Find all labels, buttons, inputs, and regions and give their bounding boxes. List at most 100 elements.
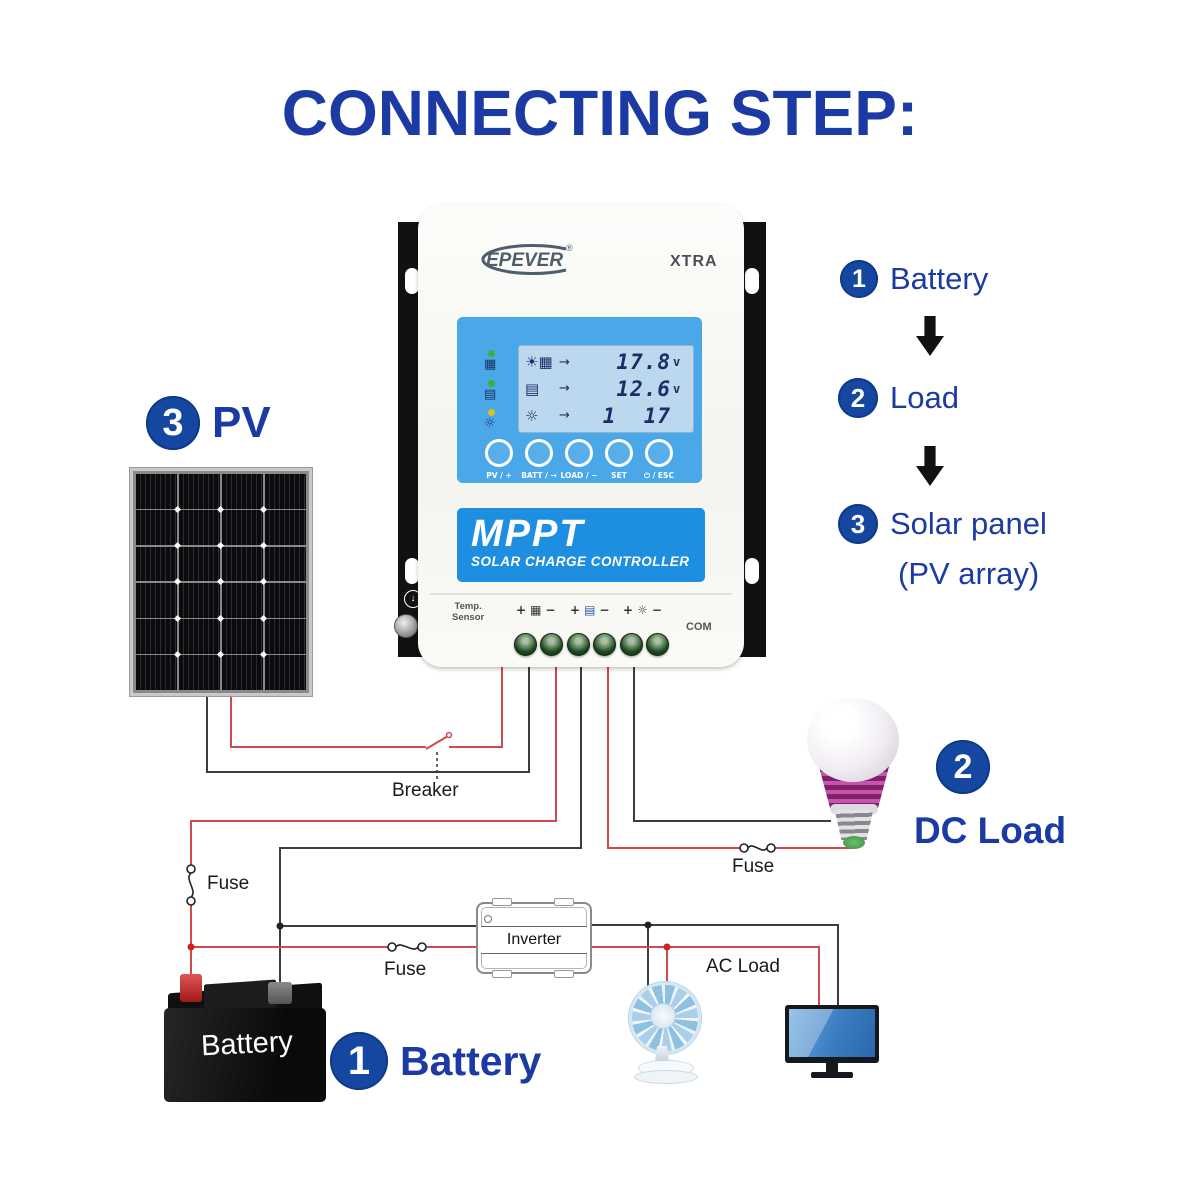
mppt-title: MPPT [471, 513, 585, 555]
fan-base-lower [634, 1070, 698, 1084]
load-button: LOAD / − [559, 439, 599, 481]
battery-icon: ▤ [525, 379, 540, 398]
bulb-contact-tip [843, 836, 865, 849]
pv-cell [178, 510, 221, 545]
pv-cell [136, 474, 178, 509]
step-2-number: 2 [838, 378, 878, 418]
inverter-indicator [484, 915, 492, 923]
esc-button: ⏻ / ESC [639, 439, 679, 481]
load-led-icon: ☼ [484, 416, 496, 431]
set-button-circle [605, 439, 633, 467]
breaker-symbol [425, 731, 453, 779]
terminal-load-minus [646, 633, 669, 656]
battery-status-led [488, 380, 495, 387]
pv-cell [221, 474, 264, 509]
battery-voltage-unit: v [673, 381, 681, 396]
lcd-row-load: ☼ → 1 17 [525, 403, 685, 428]
plus-sign: + [570, 603, 581, 617]
pv-button-label: PV / + [486, 471, 512, 480]
pv-status-led [488, 350, 495, 357]
button-row: PV / + BATT / → LOAD / − SET [479, 439, 679, 481]
step-3-number: 3 [838, 504, 878, 544]
battery-device: Battery [164, 974, 330, 1102]
pv-cell [136, 619, 178, 654]
monitor-screen [789, 1009, 875, 1057]
step-3-sublabel: (PV array) [898, 556, 1040, 591]
set-button: SET [599, 439, 639, 481]
battery-voltage-value: 12.6 [616, 376, 671, 401]
charge-controller: ↓ EPEVER ® XTRA ▦ ▤ [394, 200, 767, 670]
bulb-dome [807, 698, 899, 782]
controller-body: EPEVER ® XTRA ▦ ▤ ☼ ☀▦ → 17.8 [418, 205, 744, 667]
step-3-label: Solar panel [890, 506, 1047, 541]
inverter-tab [492, 898, 512, 906]
pv-terminal-label: + ▦ − [516, 603, 555, 617]
step-3: 3 Solar panel [838, 504, 1047, 544]
batt-button: BATT / → [519, 439, 559, 481]
fuse-symbol-inverter [387, 942, 427, 952]
mppt-banner: MPPT SOLAR CHARGE CONTROLLER [457, 508, 705, 582]
battery-step-text: Battery [400, 1038, 542, 1084]
esc-button-label: ⏻ / ESC [644, 471, 674, 480]
breaker-label: Breaker [392, 780, 459, 801]
com-port-label: COM [686, 621, 712, 633]
wire-battery-positive-a [190, 658, 557, 865]
pv-terminal-icon: ▦ [530, 603, 542, 617]
pv-voltage-unit: v [673, 355, 681, 370]
pv-cell [178, 655, 221, 690]
wire-load-positive-a [607, 658, 740, 849]
inverter-tab [554, 898, 574, 906]
body-seam [430, 593, 732, 595]
dc-load-text: DC Load [913, 810, 1067, 851]
inverter: Inverter [476, 898, 592, 978]
registered-mark: ® [566, 243, 573, 253]
dc-load-number: 2 [936, 740, 990, 794]
arrow-icon: → [559, 381, 570, 397]
dc-load-bulb-icon [806, 698, 902, 856]
pv-cell [264, 619, 306, 654]
fan-icon [624, 982, 704, 1084]
wire-load-negative [633, 658, 831, 822]
page-title: CONNECTING STEP: [281, 77, 919, 149]
inverter-label: Inverter [481, 926, 587, 954]
pv-cell [221, 546, 264, 582]
pv-cell [264, 655, 306, 690]
arrow-icon: → [559, 354, 570, 370]
battery-negative-terminal [268, 982, 292, 1004]
ac-load-label: AC Load [706, 956, 780, 977]
minus-sign: − [599, 603, 610, 617]
pv-button-circle [485, 439, 513, 467]
batt-button-label: BATT / → [521, 471, 557, 480]
pv-text: PV [212, 398, 271, 447]
wire-pv-positive-b [449, 658, 503, 748]
load-button-label: LOAD / − [560, 471, 598, 480]
pv-cell [221, 619, 264, 654]
monitor-stand-base [811, 1072, 853, 1078]
load-icon: ☼ [525, 406, 539, 425]
minus-sign: − [651, 603, 662, 617]
plus-sign: + [623, 603, 634, 617]
fan-neck [655, 1046, 669, 1062]
pv-cell-grid [129, 467, 313, 697]
terminal-pv-plus [514, 633, 537, 656]
pv-label: 3 PV [146, 396, 271, 450]
model-text: XTRA [670, 253, 718, 270]
set-button-label: SET [611, 471, 627, 480]
load-terminal-icon: ☼ [637, 603, 648, 617]
pv-cell [136, 582, 178, 618]
pv-cell [264, 510, 306, 545]
brand-text: EPEVER [486, 250, 563, 271]
step-2-label: Load [890, 380, 959, 415]
esc-button-circle [645, 439, 673, 467]
inverter-tab [492, 970, 512, 978]
monitor-stand-neck [826, 1063, 838, 1072]
battery-terminal-icon: ▤ [584, 603, 596, 617]
display-panel: ▦ ▤ ☼ ☀▦ → 17.8 v ▤ → 12.6 [457, 317, 702, 483]
pv-cell [178, 582, 221, 618]
mounting-hole [405, 558, 419, 584]
step-1-label: Battery [890, 261, 989, 296]
battery-terminal-label: + ▤ − [570, 603, 609, 617]
junction-dot [276, 922, 284, 930]
